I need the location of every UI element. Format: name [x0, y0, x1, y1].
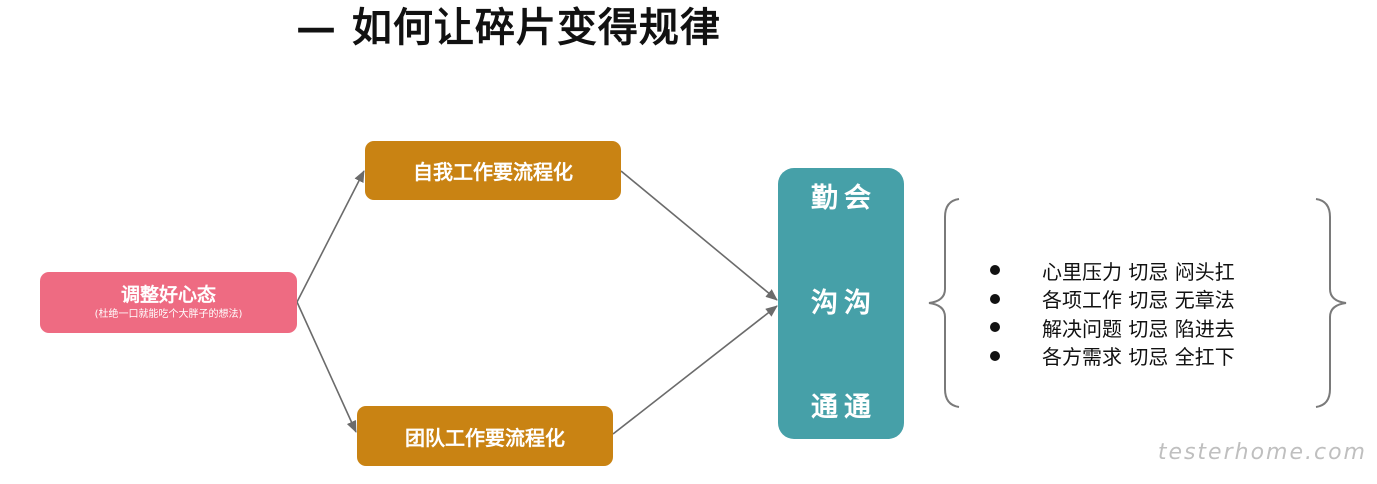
- list-item: 解决问题 切忌 陷进去: [985, 313, 1235, 342]
- self-process-box: 自我工作要流程化: [365, 141, 621, 200]
- arrow-team-to-communicate: [612, 305, 778, 435]
- watermark: testerhome.com: [1157, 440, 1367, 465]
- arrow-start-to-self: [296, 170, 365, 303]
- list-item-text: 解决问题 切忌 陷进去: [1042, 316, 1235, 341]
- mindset-subtitle: (杜绝一口就能吃个大胖子的想法): [94, 309, 243, 320]
- bullet-icon: [990, 293, 1000, 304]
- principles-list: 心里压力 切忌 闷头扛 各项工作 切忌 无章法 解决问题 切忌 陷进去 各方需求…: [985, 256, 1235, 370]
- list-item-text: 心里压力 切忌 闷头扛: [1042, 259, 1235, 284]
- list-item: 各项工作 切忌 无章法: [985, 285, 1235, 314]
- list-item: 各方需求 切忌 全扛下: [985, 342, 1235, 371]
- bullet-icon: [990, 322, 1000, 333]
- mindset-box: 调整好心态 (杜绝一口就能吃个大胖子的想法): [40, 272, 297, 333]
- left-brace: [928, 198, 960, 408]
- bullet-icon: [990, 265, 1000, 276]
- communicate-word-3: 通通: [811, 392, 877, 423]
- list-item-text: 各项工作 切忌 无章法: [1042, 288, 1235, 313]
- page-title: — 如何让碎片变得规律: [296, 4, 721, 51]
- arrow-self-to-communicate: [620, 170, 778, 301]
- bullet-icon: [990, 350, 1000, 361]
- list-item-text: 各方需求 切忌 全扛下: [1042, 345, 1235, 370]
- team-process-box: 团队工作要流程化: [357, 406, 613, 466]
- communicate-word-2: 沟沟: [811, 287, 877, 319]
- arrow-start-to-team: [296, 301, 357, 433]
- communicate-box: 勤会 沟沟 通通: [778, 168, 904, 439]
- list-item: 心里压力 切忌 闷头扛: [985, 256, 1235, 285]
- mindset-title: 调整好心态: [120, 284, 216, 306]
- communicate-word-1: 勤会: [811, 183, 877, 214]
- right-brace: [1315, 198, 1347, 408]
